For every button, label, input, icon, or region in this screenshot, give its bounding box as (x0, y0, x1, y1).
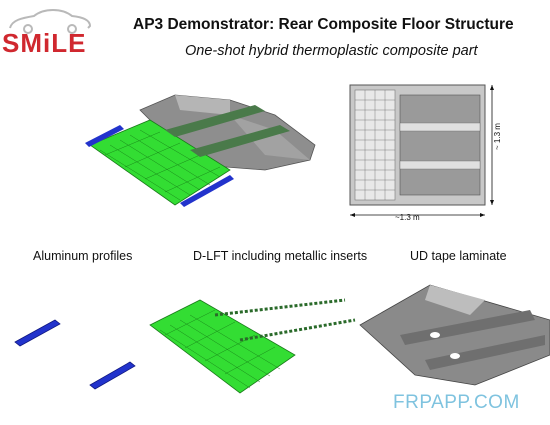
ud-tape-image (359, 284, 550, 386)
watermark: FRPAPP.COM (393, 392, 520, 413)
dimension-horizontal: ~1.3 m (395, 213, 420, 222)
dimension-vertical: ~ 1.3 m (493, 123, 502, 150)
label-ud-tape: UD tape laminate (410, 249, 507, 263)
logo-text: SMiLE (2, 28, 87, 58)
label-dlft: D-LFT including metallic inserts (193, 249, 368, 263)
dlft-part-image (149, 298, 356, 394)
aluminum-profiles-image (14, 319, 136, 390)
page-title: AP3 Demonstrator: Rear Composite Floor S… (133, 16, 514, 33)
plan-view-drawing (349, 84, 494, 217)
logo-car-icon (9, 9, 92, 34)
page-subtitle: One-shot hybrid thermoplastic composite … (185, 43, 478, 59)
label-aluminum-profiles: Aluminum profiles (33, 249, 133, 263)
assembled-floor-image (85, 94, 316, 207)
